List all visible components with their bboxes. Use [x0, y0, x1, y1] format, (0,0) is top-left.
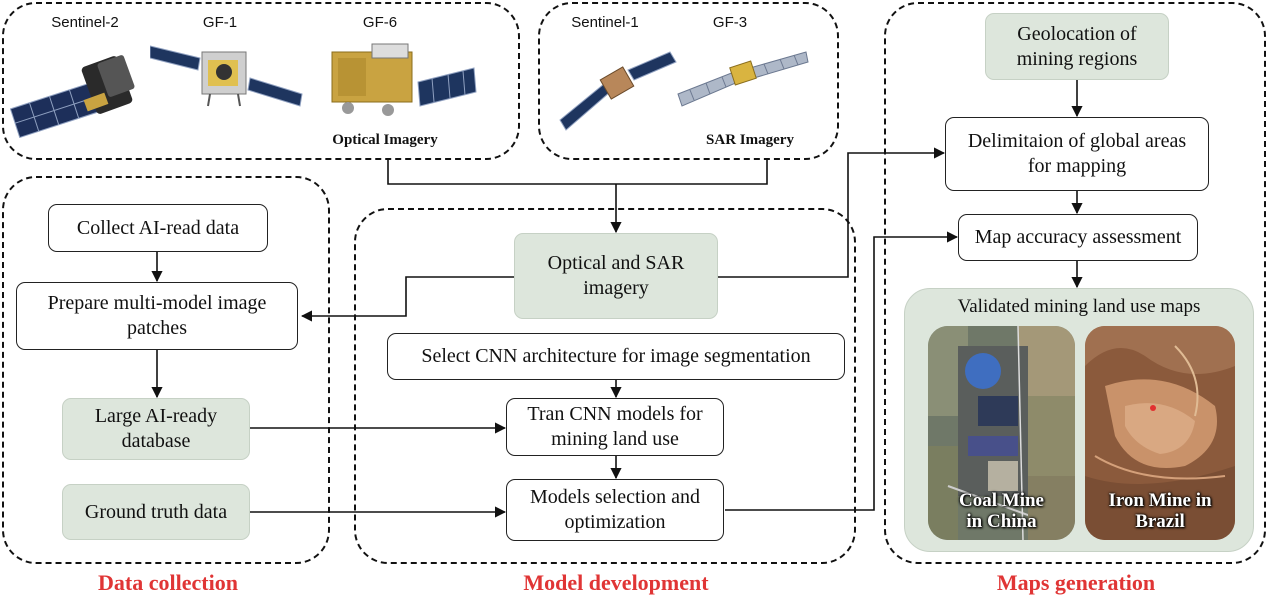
- optical-sar-imagery-box: Optical and SAR imagery: [514, 233, 718, 319]
- data-collection-title: Data collection: [98, 570, 238, 595]
- arrow-imagery-to-patches: [300, 276, 516, 322]
- maps-generation-group: [884, 2, 1266, 564]
- arrow-selection-to-accuracy: [725, 231, 959, 511]
- coal-mine-label: Coal Mine in China: [959, 490, 1044, 532]
- model-development-group: [354, 208, 856, 564]
- accuracy-assessment-box: Map accuracy assessment: [958, 214, 1198, 261]
- gf6-satellite-icon: [331, 43, 477, 116]
- sentinel1-satellite-icon: [559, 51, 677, 131]
- iron-mine-label: Iron Mine in Brazil: [1108, 490, 1212, 532]
- data-collection-group: [2, 176, 330, 564]
- sar-imagery-label: SAR Imagery: [706, 132, 794, 148]
- arrow-sar-down: [616, 160, 768, 185]
- large-database-box: Large AI-ready database: [62, 398, 250, 460]
- geolocation-box: Geolocation of mining regions: [985, 13, 1169, 80]
- sar-satellites-group: [538, 2, 839, 160]
- gf1-satellite-icon: [150, 45, 303, 107]
- optical-satellites-group: [2, 2, 520, 160]
- arrow-imagery-to-delimitation: [718, 147, 946, 278]
- maps-generation-title: Maps generation: [996, 570, 1156, 595]
- sentinel2-label: Sentinel-2: [51, 14, 119, 31]
- sentinel1-label: Sentinel-1: [571, 14, 639, 31]
- gf6-label: GF-6: [362, 14, 398, 31]
- gf3-satellite-icon: [677, 51, 809, 107]
- ground-truth-box: Ground truth data: [62, 484, 250, 540]
- gf3-label: GF-3: [712, 14, 748, 31]
- sentinel2-satellite-icon: [10, 55, 135, 138]
- validated-maps-title: Validated mining land use maps: [957, 296, 1201, 317]
- prepare-patches-box: Prepare multi-model image patches: [16, 282, 298, 350]
- train-cnn-box: Tran CNN models for mining land use: [506, 398, 724, 456]
- model-development-title: Model development: [523, 570, 709, 595]
- optical-imagery-label: Optical Imagery: [332, 132, 438, 148]
- delimitation-box: Delimitaion of global areas for mapping: [945, 117, 1209, 191]
- coal-mine-map-image: Coal Mine in China: [928, 326, 1075, 540]
- gf1-label: GF-1: [202, 14, 238, 31]
- iron-mine-map-image: Iron Mine in Brazil: [1085, 326, 1235, 540]
- arrow-optical-down: [387, 160, 616, 185]
- models-selection-box: Models selection and optimization: [506, 479, 724, 541]
- collect-data-box: Collect AI-read data: [48, 204, 268, 252]
- select-cnn-box: Select CNN architecture for image segmen…: [387, 333, 845, 380]
